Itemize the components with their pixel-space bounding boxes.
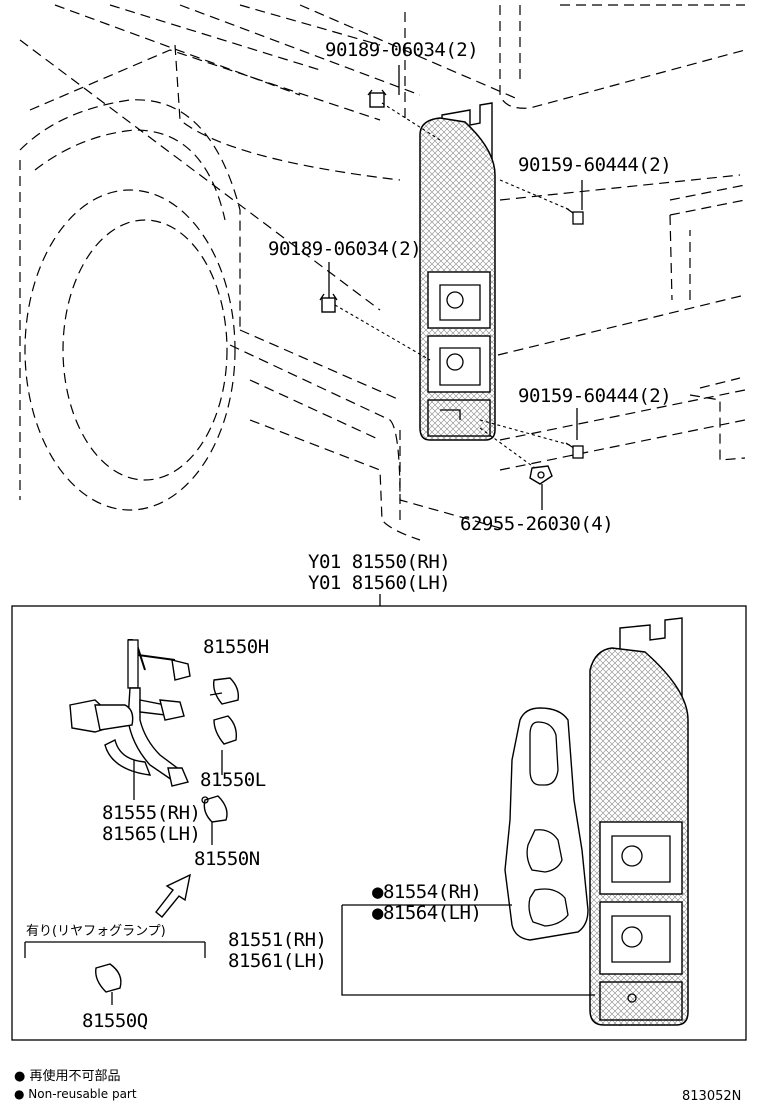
- bulb-q: [95, 963, 122, 993]
- label-socket-lh: 81565(LH): [102, 823, 200, 845]
- exploded-view-frame: [11, 605, 747, 1041]
- nut: [529, 465, 553, 485]
- label-socket-rh: 81555(RH): [102, 802, 200, 824]
- vehicle-body-outline: [19, 4, 746, 541]
- label-clip-mid: 90189-06034(2): [268, 238, 421, 260]
- label-nut: 62955-26030(4): [460, 513, 613, 535]
- socket-wire-harness: [69, 639, 191, 787]
- label-lens-lh: 81561(LH): [228, 950, 326, 972]
- legend-en: ● Non-reusable part: [14, 1087, 137, 1101]
- legend-jp: ● 再使用不可部品: [14, 1068, 120, 1084]
- tail-lamp-installed: [419, 102, 496, 441]
- clip-upper: [367, 89, 387, 108]
- bulb-n: [201, 795, 228, 823]
- gasket: [504, 707, 589, 941]
- screw-upper: [565, 207, 584, 225]
- label-bulb-h: 81550H: [203, 636, 269, 658]
- diagram-id: 813052N: [682, 1089, 741, 1104]
- bulb-h: [212, 677, 240, 705]
- label-gasket-rh: ●81554(RH): [372, 881, 481, 903]
- label-screw-lower: 90159-60444(2): [518, 385, 671, 407]
- direction-arrow: [155, 873, 191, 918]
- label-fog-option: 有り(リヤフォグランプ): [26, 924, 166, 939]
- label-screw-upper: 90159-60444(2): [518, 154, 671, 176]
- label-bulb-q: 81550Q: [82, 1010, 148, 1032]
- tail-lamp-lens: [589, 617, 689, 1026]
- label-lens-rh: 81551(RH): [228, 929, 326, 951]
- bulb-l: [213, 715, 238, 745]
- label-clip-upper: 90189-06034(2): [325, 39, 478, 61]
- label-bulb-l: 81550L: [200, 769, 266, 791]
- label-gasket-lh: ●81564(LH): [372, 902, 481, 924]
- label-bulb-n: 81550N: [194, 848, 260, 870]
- label-assembly-rh: Y01 81550(RH): [308, 551, 450, 573]
- label-assembly-lh: Y01 81560(LH): [308, 572, 450, 594]
